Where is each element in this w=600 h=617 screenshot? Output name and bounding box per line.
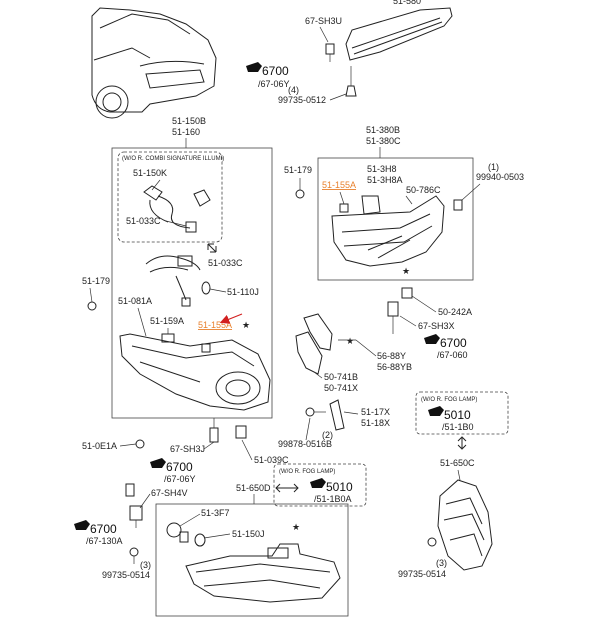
label-51-179-left: 51-179 [82,276,110,286]
label-50-786c: 50-786C [406,185,441,195]
pointing-hand-icon [150,458,166,468]
label-51-150k: 51-150K [133,168,167,178]
label-51-380b: 51-380B [366,125,400,135]
double-arrow-icon [275,483,299,493]
high-mount-lamp-drawing [325,7,453,97]
pointing-hand-icon [74,520,90,530]
label-67-06y-top: /67-06Y [258,79,290,89]
label-51-650c: 51-650C [440,458,475,468]
label-51-033c-a: 51-033C [126,216,161,226]
label-67-sh3x: 67-SH3X [418,321,455,331]
label-67-sh3j: 67-SH3J [170,444,205,454]
fog-socket-drawing [166,522,206,547]
lamp-harness-drawing [145,255,211,307]
label-51-3f7: 51-3F7 [201,508,230,518]
label-qty-1: (1) [488,162,499,172]
connector-drawing [125,483,143,528]
left-combi-lamp-drawing [119,333,271,411]
note-combi-signature: (W/O R. COMBI SIGNATURE ILLUMI) [122,156,224,162]
star-icon: ★ [402,266,410,276]
label-51-380c: 51-380C [366,136,401,146]
label-qty-4: (4) [288,85,299,95]
label-51-18x: 51-18X [361,418,390,428]
connector-drawing [387,287,413,334]
double-arrow-icon [457,436,467,450]
fog-lamp-box [155,503,349,617]
label-50-741b: 50-741B [324,372,358,382]
pointing-hand-icon [428,406,444,416]
label-67-06y-mid: /67-06Y [164,474,196,484]
label-67-060: /67-060 [437,350,468,360]
combi-note-box [117,151,223,243]
label-51-17x: 51-17X [361,407,390,417]
pointing-hand-icon [246,62,262,72]
label-51-039c: 51-039C [254,455,289,465]
star-icon: ★ [242,320,250,330]
label-top-cut: 51-580 [393,0,421,6]
alt-fog-lamp-drawing [437,479,493,571]
label-6700-top: 6700 [262,64,289,78]
label-67-sh4v: 67-SH4V [151,488,188,498]
label-51-160: 51-160 [172,127,200,137]
reflector-drawing [295,313,333,375]
label-67-130a: /67-130A [86,536,123,546]
label-51-150b: 51-150B [172,116,206,126]
garnish-lamp-drawing [331,195,445,267]
label-qty-2: (2) [322,430,333,440]
star-icon: ★ [346,336,354,346]
label-5010-right: 5010 [444,408,471,422]
label-51-033c-b: 51-033C [208,258,243,268]
label-51-081a: 51-081A [118,296,152,306]
label-67-sh3u: 67-SH3U [305,16,342,26]
fog-note-box-mid [273,463,367,507]
garnish-lamp-box [317,157,474,281]
fog-note-box-right [415,391,509,435]
label-99735-0514-left: 99735-0514 [102,570,150,580]
label-99940-0503: 99940-0503 [476,172,524,182]
fog-lamp-drawing [185,543,341,603]
label-51-3h8: 51-3H8 [367,164,397,174]
label-51-3h8a: 51-3H8A [367,175,403,185]
label-99735-0514-right: 99735-0514 [398,569,446,579]
double-arrow-icon [207,243,217,253]
car-silhouette-icon [91,7,217,119]
label-6700-right: 6700 [440,336,467,350]
label-51-1b0a-mid: /51-1B0A [314,494,352,504]
label-51-155a-left: 51-155A [198,320,232,330]
label-50-242a: 50-242A [438,307,472,317]
label-56-88y: 56-88Y [377,351,406,361]
combi-lamp-box [111,147,273,419]
note-fog-right: (W/O R. FOG LAMP) [421,397,477,403]
label-6700-mid: 6700 [166,460,193,474]
label-51-179-right: 51-179 [284,165,312,175]
label-6700-bot: 6700 [90,522,117,536]
label-51-150j: 51-150J [232,529,265,539]
label-99735-0512: 99735-0512 [278,95,326,105]
note-fog-mid: (W/O R. FOG LAMP) [279,469,335,475]
label-99878-0516b: 99878-0516B [278,439,332,449]
label-5010-mid: 5010 [326,480,353,494]
pointing-hand-icon [310,478,326,488]
clip-drawing [305,399,345,431]
label-51-650d: 51-650D [236,483,271,493]
pointing-hand-icon [424,334,440,344]
label-51-155a-right: 51-155A [322,180,356,190]
label-50-741x: 50-741X [324,383,358,393]
signature-harness-drawing [143,185,211,233]
label-qty-3-right: (3) [436,558,447,568]
label-51-0e1a: 51-0E1A [82,441,117,451]
star-icon: ★ [292,522,300,532]
label-56-88yb: 56-88YB [377,362,412,372]
label-51-1b0-right: /51-1B0 [442,422,474,432]
label-qty-3-left: (3) [140,560,151,570]
label-51-159a: 51-159A [150,316,184,326]
label-51-110j: 51-110J [227,287,259,297]
